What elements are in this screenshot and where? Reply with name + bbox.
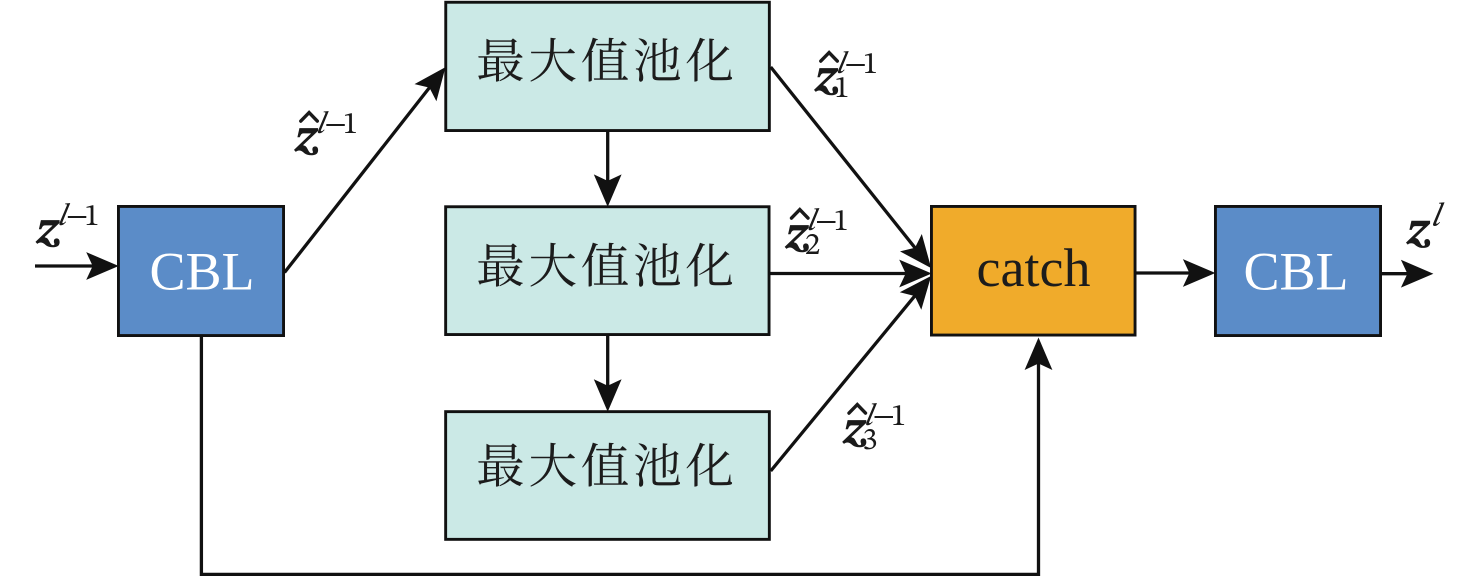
svg-text:catch: catch (977, 238, 1091, 298)
svg-text:CBL: CBL (1243, 242, 1348, 302)
svg-text:CBL: CBL (149, 242, 254, 302)
